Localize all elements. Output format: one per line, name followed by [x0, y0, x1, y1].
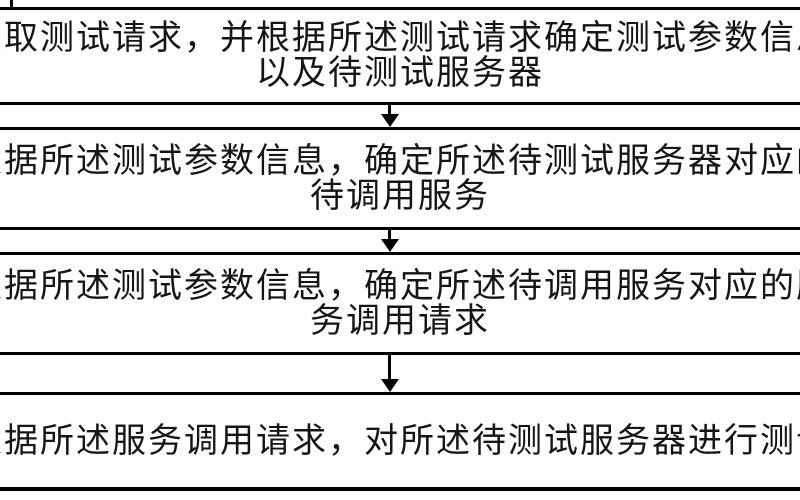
flow-step-3-text-line-2: 务调用请求 — [310, 300, 490, 341]
arrow-3-stem — [388, 354, 391, 381]
flow-step-2-text-line-2: 待调用服务 — [310, 175, 490, 216]
flow-step-1-text-line-2: 以及待测试服务器 — [256, 53, 544, 93]
flow-step-3-text-line-1: 根据所述测试参数信息，确定所述待调用服务对应的服 — [0, 265, 800, 306]
arrow-3-down-icon — [381, 379, 399, 392]
arrow-2-down-icon — [381, 239, 399, 252]
flow-step-3-box: 根据所述测试参数信息，确定所述待调用服务对应的服 务调用请求 — [0, 252, 800, 355]
flow-step-4-box: 根据所述服务调用请求，对所述待测试服务器进行测试 — [0, 392, 800, 491]
flow-step-2-box: 根据所述测试参数信息，确定所述待测试服务器对应的 待调用服务 — [0, 127, 800, 230]
flow-step-1-text-line-1: 获取测试请求，并根据所述测试请求确定测试参数信息 — [0, 18, 800, 58]
arrow-1-stem — [388, 104, 391, 116]
flow-step-1-box: 获取测试请求，并根据所述测试请求确定测试参数信息 以及待测试服务器 — [0, 7, 800, 105]
flow-step-4-text-line-1: 根据所述服务调用请求，对所述待测试服务器进行测试 — [0, 421, 800, 461]
cropped-edge-line — [10, 0, 13, 8]
arrow-1-down-icon — [381, 114, 399, 127]
flow-step-2-text-line-1: 根据所述测试参数信息，确定所述待测试服务器对应的 — [0, 140, 800, 181]
arrow-2-stem — [388, 229, 391, 241]
